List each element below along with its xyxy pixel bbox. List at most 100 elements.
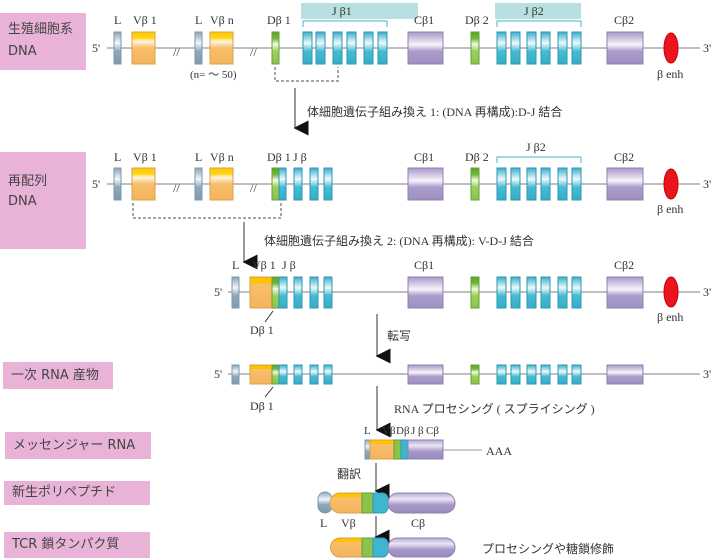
three-prime-label: 3'	[703, 285, 711, 299]
j-beta-label: J β	[282, 258, 296, 272]
j-segment	[293, 276, 303, 309]
c-beta-2-label: Cβ2	[614, 150, 634, 164]
j-segment	[293, 167, 303, 201]
v-beta-1-segment	[131, 167, 156, 201]
stage-label-rearranged-dna: 再配列 DNA	[0, 152, 86, 249]
break-mark: //	[250, 45, 257, 59]
beta-enhancer	[663, 276, 679, 308]
c-beta-1-segment	[407, 364, 444, 385]
d-beta-1-pointer	[264, 386, 274, 398]
d-beta-segment	[393, 439, 402, 460]
v-beta-1-segment	[131, 31, 156, 65]
v-beta-segment	[249, 364, 273, 385]
stage-label-line2: DNA	[8, 194, 37, 209]
j-beta-1-bracket	[302, 20, 388, 27]
v-beta-n-label: Vβ n	[210, 150, 234, 164]
poly-a-label: AAA	[486, 444, 512, 458]
d-beta-1-segment	[271, 31, 280, 65]
c-beta-2-segment	[606, 364, 644, 385]
j-segment	[526, 364, 537, 385]
j-beta-1-segments	[302, 31, 388, 65]
v-beta-1-label: Vβ 1	[252, 258, 276, 272]
c-beta-2-segment	[606, 167, 644, 201]
j-segment	[323, 364, 333, 385]
stage-label-primary-rna: 一次 RNA 産物	[3, 362, 113, 389]
beta-enhancer-label: β enh	[657, 310, 683, 324]
c-beta-2-segment	[606, 31, 644, 65]
j-segment	[278, 276, 288, 309]
j-segment	[540, 364, 551, 385]
stage-label-line1: 生殖細胞系	[8, 22, 74, 37]
stage-label-mrna: メッセンジャー RNA	[5, 432, 151, 459]
j-beta-2-label: J β2	[524, 4, 544, 18]
stage-label-germline-dna: 生殖細胞系 DNA	[0, 13, 86, 70]
j-segment	[496, 364, 507, 385]
d-beta-2-segment	[470, 364, 480, 385]
dj-joining-bracket	[274, 67, 339, 82]
c-beta-label: Cβ	[426, 425, 439, 437]
j-beta-2-segments	[496, 31, 582, 65]
leader-segment	[364, 439, 371, 460]
leader-label: L	[232, 258, 239, 272]
leader-segment	[113, 167, 122, 201]
j-segment	[377, 31, 388, 65]
j-segment	[496, 31, 507, 65]
j-segment	[332, 31, 343, 65]
c-beta-1-segment	[407, 276, 444, 309]
leader-label: L	[195, 150, 202, 164]
j-segment	[510, 31, 521, 65]
three-prime-label: 3'	[703, 367, 711, 381]
break-mark: //	[250, 181, 257, 195]
v-beta-n-segment	[209, 167, 234, 201]
leader-label: L	[320, 516, 327, 530]
j-segment	[526, 31, 537, 65]
j-segment	[557, 167, 568, 201]
three-prime-label: 3'	[703, 41, 711, 55]
leader-segment	[231, 364, 240, 385]
j-segment	[309, 364, 319, 385]
j-segment	[571, 276, 582, 309]
c-beta-domain	[387, 492, 456, 514]
j-segment	[557, 364, 568, 385]
d-beta-1-segment	[271, 276, 280, 309]
d-beta-2-segment	[470, 276, 480, 309]
five-prime-label: 5'	[92, 41, 100, 55]
c-beta-domain	[387, 537, 456, 558]
tcr-beta-chain-protein	[330, 537, 456, 558]
j-segment	[346, 31, 357, 65]
c-beta-label: Cβ	[411, 516, 425, 530]
beta-enhancer-label: β enh	[657, 202, 683, 216]
j-segment	[571, 31, 582, 65]
nascent-polypeptide: L Vβ Cβ	[317, 491, 456, 530]
j-segment	[363, 31, 374, 65]
stage-label-tcr-protein: TCR 鎖タンパク質	[4, 532, 150, 558]
c-beta-2-segment	[606, 276, 644, 309]
j-segment	[293, 364, 303, 385]
j-segment	[571, 364, 582, 385]
j-segment	[323, 167, 333, 201]
leader-label: L	[114, 150, 121, 164]
stage-label-line1: 再配列	[8, 174, 48, 189]
recombination-2-text: 体細胞遺伝子組み換え 2: (DNA 再構成): V-D-J 結合	[264, 233, 534, 248]
c-beta-1-segment	[407, 167, 444, 201]
j-segment	[323, 276, 333, 309]
stage-label-polypeptide: 新生ポリペプチド	[4, 481, 150, 505]
d-beta-2-label: Dβ 2	[465, 150, 489, 164]
j-segment	[510, 276, 521, 309]
j-beta-domain	[372, 492, 390, 514]
break-mark: //	[173, 181, 180, 195]
v-beta-label: Vβ	[382, 425, 396, 437]
five-prime-label: 5'	[214, 367, 222, 381]
j-segment	[540, 167, 551, 201]
v-beta-domain	[330, 537, 363, 558]
j-segment	[309, 167, 319, 201]
leader-segment	[231, 276, 240, 309]
leader-label: L	[114, 13, 121, 27]
three-prime-label: 3'	[703, 177, 711, 191]
v-beta-1-label: Vβ 1	[133, 150, 157, 164]
c-beta-2-label: Cβ2	[614, 13, 634, 27]
d-beta-1-segment	[271, 364, 280, 385]
v-beta-1-label: Vβ 1	[133, 13, 157, 27]
d-beta-1-label: Dβ 1	[250, 399, 274, 413]
d-beta-1-pointer	[264, 310, 274, 323]
